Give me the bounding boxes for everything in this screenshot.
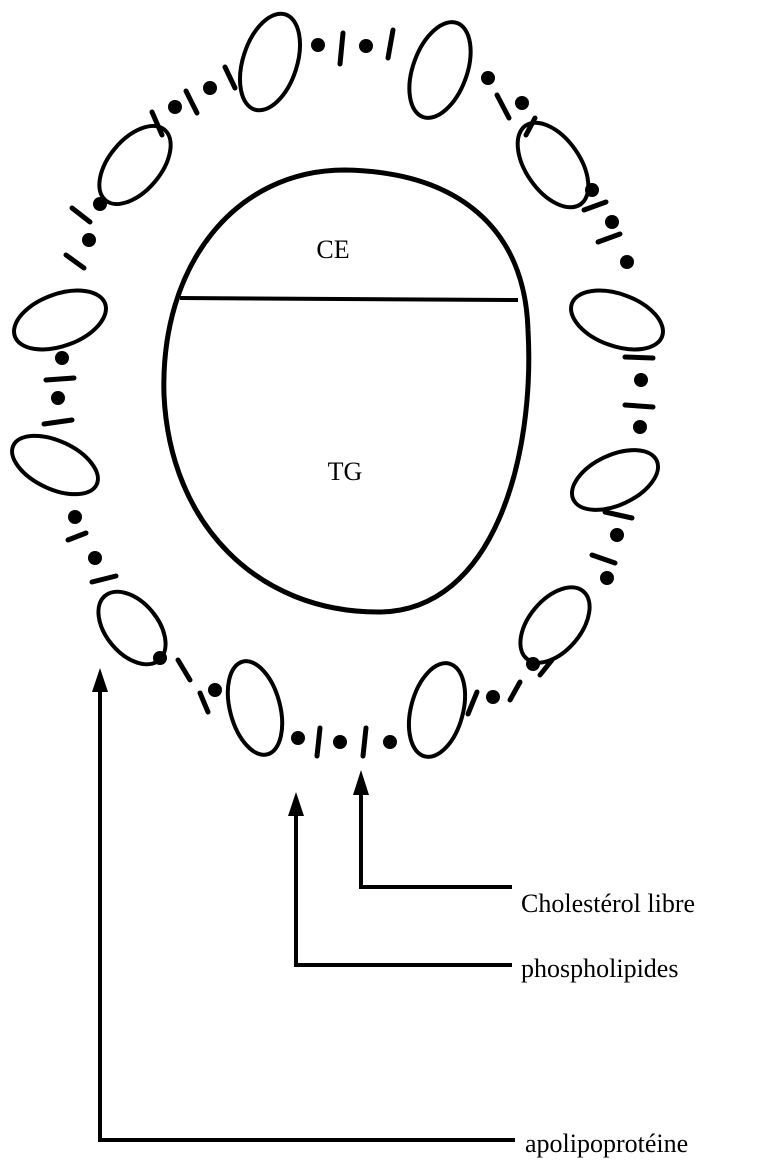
phospholipid-ring (51, 38, 648, 749)
apolipoprotein-shape (563, 438, 668, 522)
core-divider (180, 298, 518, 300)
phospholipid-dot (620, 255, 634, 269)
phospholipid-dot (51, 391, 65, 405)
free-cholesterol-bar (510, 682, 520, 700)
phospholipid-dot (311, 38, 325, 52)
core-label-ce: CE (316, 235, 349, 264)
cholesterol-pointer-line (361, 790, 512, 887)
free-cholesterol-bar (186, 91, 197, 113)
apolipoprotein-arrowhead (92, 668, 108, 692)
free-cholesterol-bar (497, 95, 509, 118)
apolipoprotein-shape (6, 279, 114, 361)
phospholipid-dot (600, 571, 614, 585)
cholesterol-arrowhead (353, 770, 369, 795)
free-cholesterol-bar (92, 576, 116, 582)
core-label-tg: TG (328, 457, 363, 486)
apolipoprotein-shape (398, 14, 483, 126)
free-cholesterol-bar (598, 234, 620, 242)
label-phospholipids: phospholipides (521, 954, 678, 983)
phospholipid-dot (605, 215, 619, 229)
apolipoprotein-shape (218, 655, 291, 761)
phospholipid-dot (486, 690, 500, 704)
free-cholesterol-bar (625, 405, 653, 407)
free-cholesterol-bar (72, 208, 90, 222)
phospholipid-dot (68, 510, 82, 524)
apolipoprotein-pointer-line (100, 685, 515, 1140)
free-cholesterol-bar (363, 728, 366, 756)
free-cholesterol-bar (317, 728, 320, 756)
phospholipid-dot (153, 651, 167, 665)
apolipoprotein-ring (3, 6, 671, 763)
free-cholesterol-bar (200, 693, 208, 712)
phospholipid-dot (515, 96, 529, 110)
lipid-core: CE TG (164, 170, 529, 612)
phospholipid-dot (333, 735, 347, 749)
free-cholesterol-bar (584, 202, 606, 210)
phospholipid-dot (203, 81, 217, 95)
phospholipid-arrowhead (288, 792, 304, 816)
phospholipid-dot (585, 183, 599, 197)
phospholipid-dot (634, 373, 648, 387)
phospholipid-dot (55, 351, 69, 365)
phospholipid-dot (383, 735, 397, 749)
free-cholesterol-bar (625, 357, 653, 358)
apolipoprotein-shape (3, 424, 107, 506)
apolipoprotein-shape (503, 110, 602, 220)
free-cholesterol-bar (468, 692, 477, 714)
free-cholesterol-bar (388, 30, 393, 58)
free-cholesterol-bar (225, 67, 235, 88)
apolipoprotein-shape (229, 6, 311, 118)
label-free-cholesterol: Cholestérol libre (521, 889, 695, 918)
phospholipid-dot (291, 731, 305, 745)
free-cholesterol-bar (46, 378, 74, 380)
apolipoprotein-shape (563, 279, 671, 361)
free-cholesterol-bar (66, 255, 84, 268)
lipoprotein-particle: CE TG (3, 6, 671, 763)
phospholipid-dot (359, 39, 373, 53)
free-cholesterol-bar (68, 533, 86, 540)
phospholipid-dot (168, 100, 182, 114)
phospholipid-dot (88, 551, 102, 565)
cholesterol-ring (44, 30, 653, 756)
phospholipid-dot (208, 683, 222, 697)
label-apolipoprotein: apolipoprotéine (525, 1129, 688, 1158)
free-cholesterol-bar (152, 112, 162, 135)
legend-arrowheads (92, 668, 369, 816)
apolipoprotein-shape (507, 575, 603, 676)
apolipoprotein-shape (399, 657, 474, 763)
free-cholesterol-bar (178, 660, 190, 680)
phospholipid-dot (82, 233, 96, 247)
phospholipid-dot (481, 71, 495, 85)
phospholipid-dot (610, 528, 624, 542)
phospholipid-dot (633, 420, 647, 434)
free-cholesterol-bar (340, 33, 343, 64)
legend-pointers (100, 685, 515, 1140)
free-cholesterol-bar (605, 512, 632, 518)
free-cholesterol-bar (44, 420, 72, 424)
free-cholesterol-bar (592, 555, 615, 563)
phospholipid-dot (93, 197, 107, 211)
phospholipid-dot (526, 657, 540, 671)
